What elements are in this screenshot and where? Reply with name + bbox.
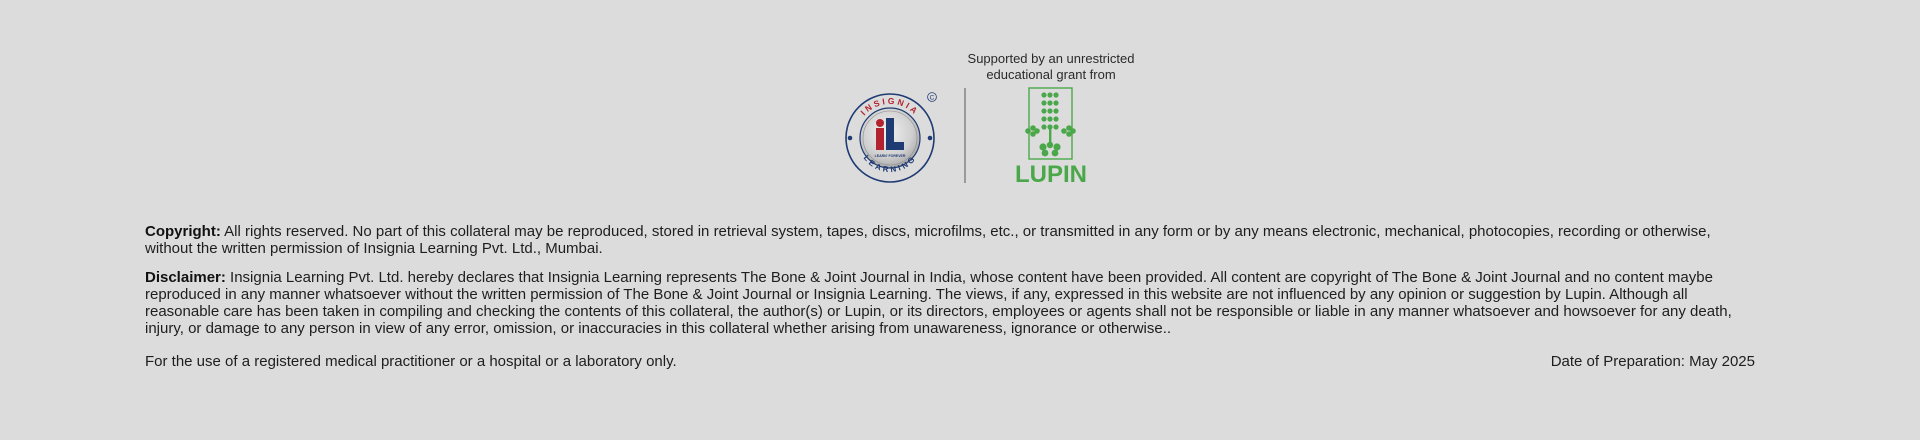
disclaimer-notice: Disclaimer: Insignia Learning Pvt. Ltd. … [145,269,1755,337]
copyright-text: All rights reserved. No part of this col… [145,223,1711,257]
grant-statement: Supported by an unrestricted educational… [967,51,1135,82]
usage-note: For the use of a registered medical prac… [145,353,677,370]
copyright-label: Copyright: [145,223,221,240]
lupin-wordmark: LUPIN [1015,161,1087,185]
lupin-logo: LUPIN [1015,87,1087,185]
disclaimer-label: Disclaimer: [145,269,226,286]
insignia-tagline: LEARN' FOREVER [875,154,906,158]
date-of-preparation: Date of Preparation: May 2025 [1550,353,1755,370]
logo-row: INSIGNIA LEARNING LEARN' FOREVER C Suppo… [0,0,1920,200]
copyright-notice: Copyright: All rights reserved. No part … [145,223,1755,257]
logo-divider [964,88,966,183]
insignia-learning-logo: INSIGNIA LEARNING LEARN' FOREVER C [845,92,937,183]
disclaimer-text: Insignia Learning Pvt. Ltd. hereby decla… [145,269,1732,337]
svg-text:C: C [930,95,935,102]
